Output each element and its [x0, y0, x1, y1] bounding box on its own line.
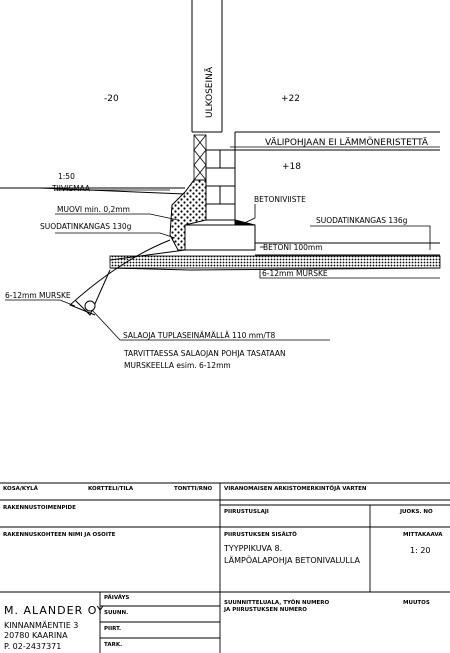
label-betoni: BETONI 100mm	[263, 243, 323, 252]
label-slope: 1:50	[58, 172, 75, 181]
gravel-wedge	[169, 179, 207, 251]
tb-rakennustoimenpide: RAKENNUSTOIMENPIDE	[3, 505, 76, 511]
label-saladja: SALAOJA TUPLASEINÄMÄLLÄ 110 mm/T8	[123, 331, 275, 340]
label-murske-right: 6-12mm MURSKE	[262, 269, 328, 278]
label-outer-wall: ULKOSEINÄ	[204, 66, 215, 118]
label-betoniviiste: BETONIVIISTE	[254, 195, 306, 204]
concrete-footing	[184, 219, 256, 251]
label-tiivismaa: TIIVISMAA	[51, 184, 91, 193]
drawing-labels: ULKOSEINÄ -20 +22 VÄLIPOHJAAN EI LÄMMÖNE…	[5, 66, 429, 370]
tb-paivays: PÄIVÄYS	[104, 594, 129, 601]
title-block	[0, 482, 450, 653]
ground-lines	[0, 187, 441, 316]
tb-content-line1: TYYPPIKUVA 8.	[223, 544, 282, 553]
label-suodatin-right: SUODATINKANGAS 136g	[316, 216, 408, 225]
label-temp-floor: +18	[282, 162, 301, 172]
label-temp-outside: -20	[104, 94, 119, 104]
tb-viranomainen: VIRANOMAISEN ARKISTOMERKINTÖJÄ VARTEN	[224, 485, 367, 492]
tb-suunn: SUUNN.	[104, 610, 128, 616]
foundation-blocks	[205, 149, 236, 221]
tb-phone: P. 02-2437371	[4, 642, 61, 651]
label-muovi: MUOVI min. 0,2mm	[57, 205, 130, 214]
leader-lines	[5, 146, 440, 341]
label-note-line2: MURSKEELLA esim. 6-12mm	[124, 361, 231, 370]
label-floor-note: VÄLIPOHJAAN EI LÄMMÖNERISTETTÄ	[265, 137, 429, 148]
tb-company: M. ALANDER OY	[4, 604, 104, 617]
tb-piirustuksen-sisalto: PIIRUSTUKSEN SISÄLTÖ	[224, 531, 297, 538]
tb-kosa-kyla: KOSA/KYLÄ	[3, 485, 39, 492]
tb-piirt: PIIRT.	[104, 626, 121, 632]
label-suodatin-left: SUODATINKANGAS 130g	[40, 222, 132, 231]
tb-address2: 20780 KAARINA	[4, 631, 68, 640]
concrete-slab	[255, 242, 440, 256]
tb-content-line2: LÄMPÖALAPOHJA BETONIVALULLA	[224, 555, 360, 565]
label-note-line1: TARVITTAESSA SALAOJAN POHJA TASATAAN	[123, 349, 286, 358]
tb-suunnitteluala-2: JA PIIRUSTUKSEN NUMERO	[223, 607, 307, 613]
tb-scale: 1: 20	[410, 546, 431, 555]
tb-tontti-rno: TONTTI/RNO	[174, 486, 213, 492]
tb-address1: KINNANMÄENTIE 3	[4, 620, 78, 630]
tb-juoks-no: JUOKS. NO	[399, 509, 433, 515]
tb-mittakaava: MITTAKAAVA	[403, 532, 443, 538]
label-murske-left: 6-12mm MURSKE	[5, 291, 71, 300]
drain-pipe	[84, 300, 96, 312]
tb-tark: TARK.	[104, 642, 122, 648]
label-temp-inside: +22	[281, 94, 300, 104]
title-block-labels: KOSA/KYLÄ KORTTELI/TILA TONTTI/RNO VIRAN…	[3, 485, 443, 651]
tb-suunnitteluala-1: SUUNNITTELUALA, TYÖN NUMERO	[224, 599, 330, 606]
tb-rakennuskohde: RAKENNUSKOHTEEN NIMI JA OSOITE	[3, 532, 116, 538]
insulation-xs	[193, 134, 207, 181]
tb-muutos: MUUTOS	[403, 600, 430, 606]
crushed-stone-layer	[109, 255, 441, 269]
outer-wall	[191, 0, 223, 133]
tb-piirustuslaji: PIIRUSTUSLAJI	[224, 509, 269, 515]
tb-kortteli-tila: KORTTELI/TILA	[88, 486, 134, 492]
